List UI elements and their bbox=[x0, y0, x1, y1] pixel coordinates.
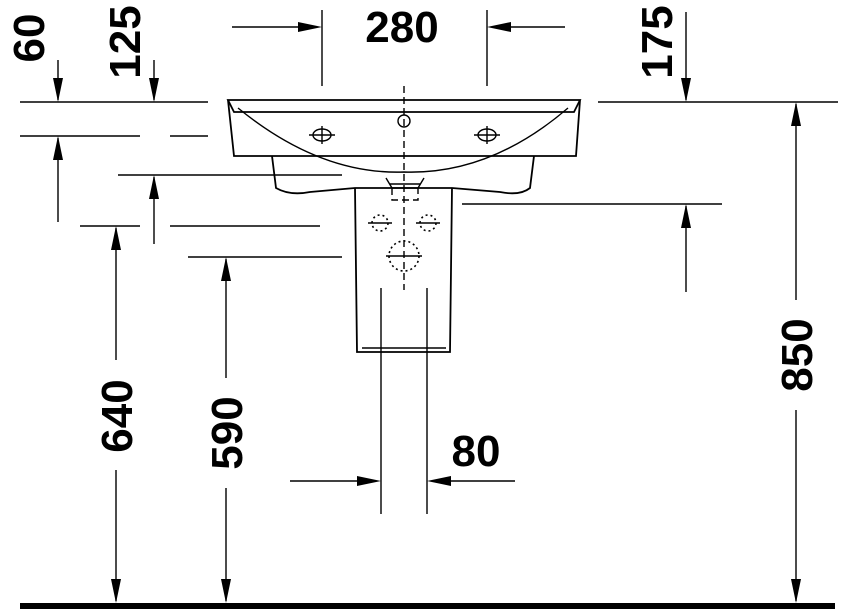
dimension-125: 125 bbox=[101, 5, 159, 244]
dimension-80-label: 80 bbox=[452, 427, 501, 476]
washbasin bbox=[226, 99, 582, 195]
dimension-590-label: 590 bbox=[203, 396, 252, 469]
dimension-80: 80 bbox=[290, 427, 515, 486]
pedestal bbox=[354, 187, 453, 353]
dimension-175-label: 175 bbox=[633, 5, 682, 78]
dimension-280-label: 280 bbox=[365, 3, 438, 52]
dimension-590: 590 bbox=[203, 257, 252, 603]
dimension-60: 60 bbox=[5, 14, 63, 222]
dimension-850-label: 850 bbox=[773, 318, 822, 391]
dimension-175: 175 bbox=[633, 5, 691, 292]
dimension-280: 280 bbox=[232, 3, 565, 86]
tap-hole-left-icon bbox=[309, 126, 335, 144]
floor-line bbox=[20, 603, 835, 609]
dimension-60-label: 60 bbox=[5, 14, 54, 63]
dimension-640-label: 640 bbox=[93, 379, 142, 452]
dimension-640: 640 bbox=[93, 226, 142, 603]
dimension-125-label: 125 bbox=[101, 5, 150, 78]
tap-hole-right-icon bbox=[474, 126, 500, 144]
dimension-850: 850 bbox=[773, 102, 822, 603]
